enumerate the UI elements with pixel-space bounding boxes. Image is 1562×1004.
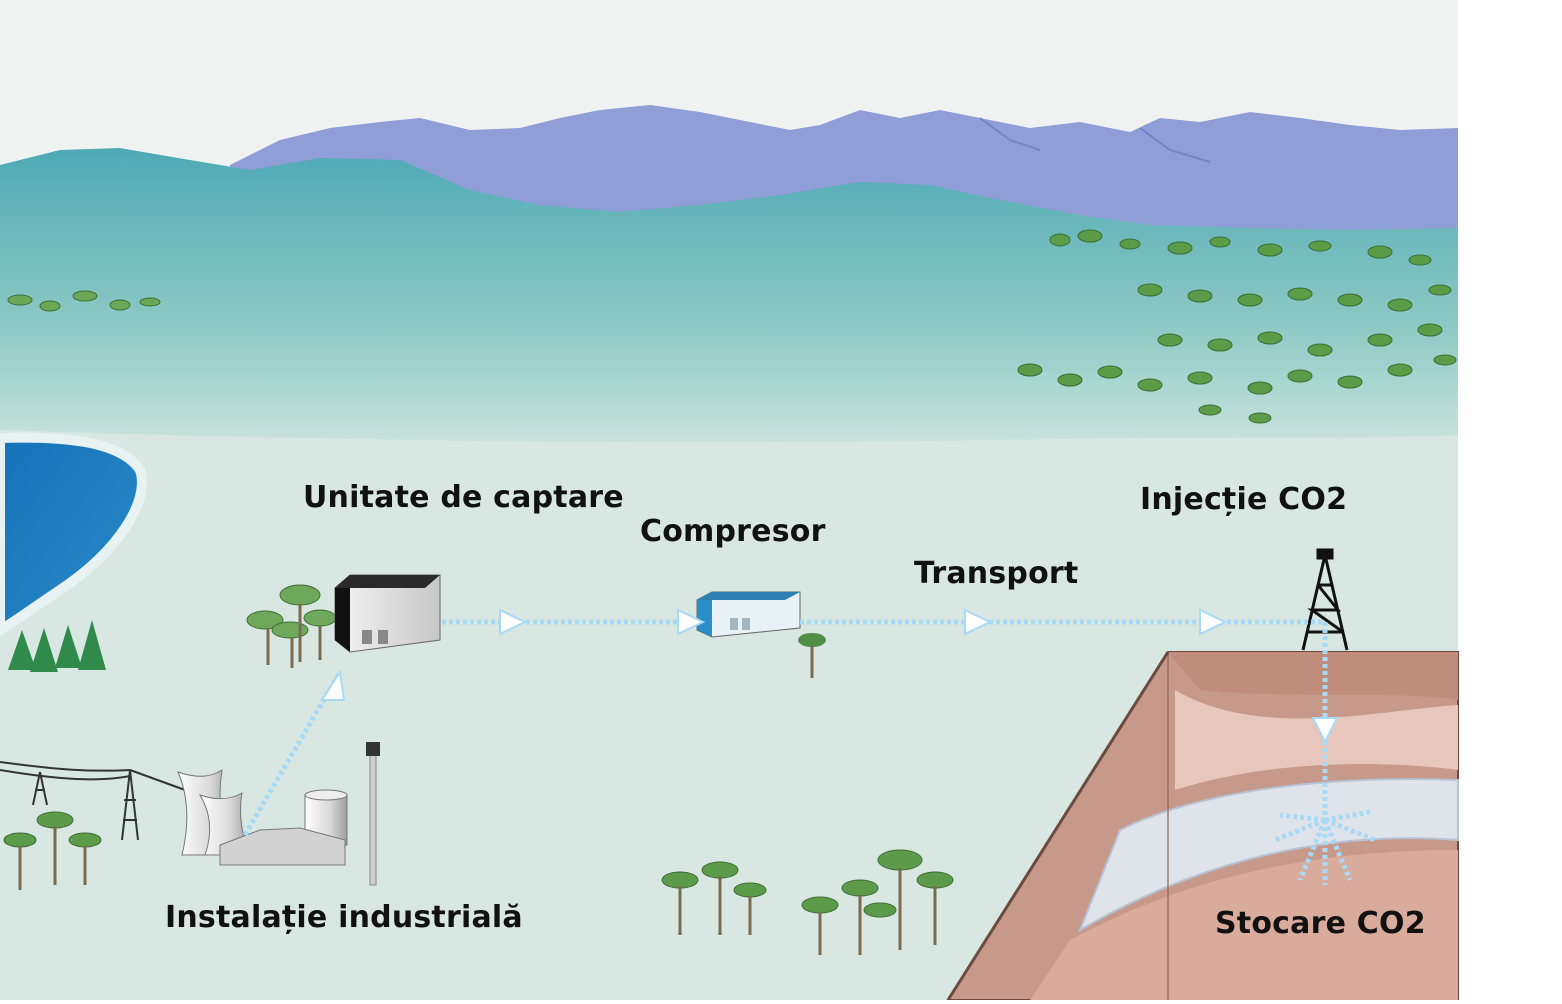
trees-bottom xyxy=(661,849,954,955)
storage-label: Stocare CO2 xyxy=(1215,906,1426,941)
trees-capture xyxy=(246,584,337,668)
industrial-plant-label: Instalație industrială xyxy=(165,900,523,935)
compressor-label: Compresor xyxy=(640,514,826,549)
storage-cross-section xyxy=(946,651,1459,1001)
injection-label: Injecție CO2 xyxy=(1140,482,1348,517)
transport-label: Transport xyxy=(914,556,1079,591)
compressor-icon xyxy=(696,591,801,638)
forest-right xyxy=(1017,229,1457,424)
power-pylons xyxy=(0,761,186,841)
forest-left-distant xyxy=(7,290,161,312)
flow-arrowheads xyxy=(320,608,1339,745)
tree-compressor xyxy=(798,633,826,678)
injection-rig-icon xyxy=(1301,548,1349,651)
lake xyxy=(0,432,147,636)
trees-bottom-left xyxy=(3,811,102,890)
hills xyxy=(0,148,1458,470)
capture-unit-label: Unitate de captare xyxy=(303,480,624,515)
capture-unit-icon xyxy=(334,574,441,653)
conifers-lakeside xyxy=(8,620,106,672)
industrial-plant-icon xyxy=(177,742,380,886)
